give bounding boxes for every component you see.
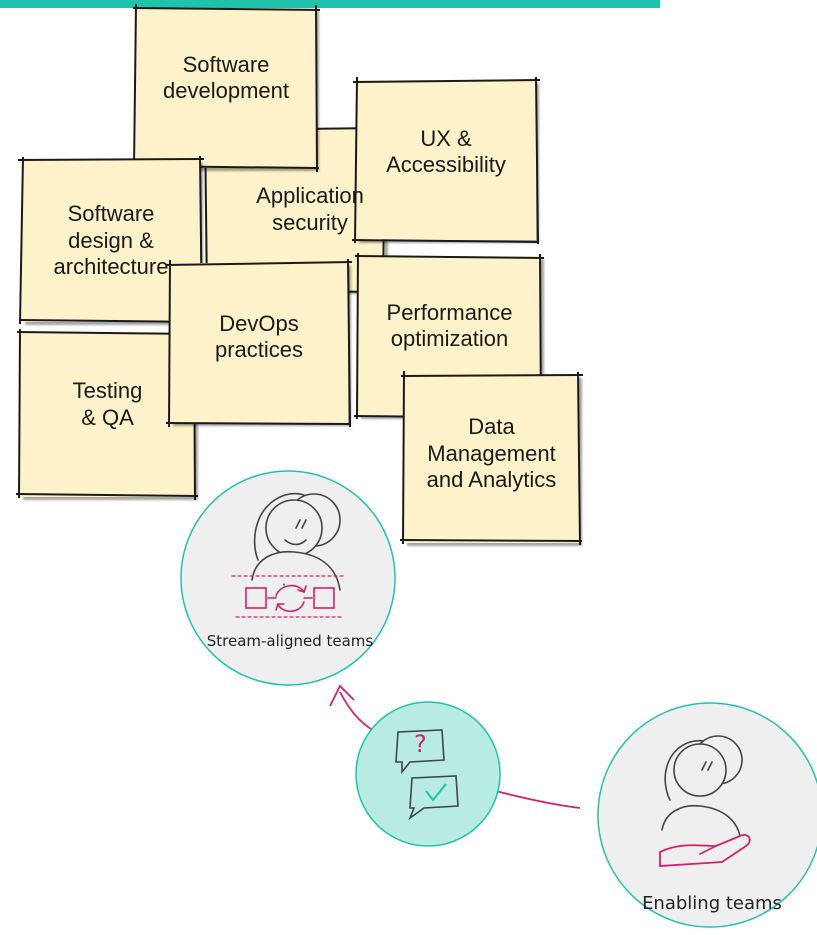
team-flow-icon bbox=[231, 492, 347, 618]
note-label: Testing & QA bbox=[72, 378, 143, 430]
note-label: Software development bbox=[163, 51, 289, 103]
question-answer-chat-icon bbox=[395, 729, 459, 821]
top-accent-bar bbox=[0, 0, 660, 8]
stream-aligned-team-label: Stream-aligned teams bbox=[206, 632, 374, 650]
connector-from-enabling bbox=[491, 789, 581, 809]
note-data-management-analytics[interactable]: Data Management and Analytics bbox=[399, 370, 584, 546]
question-mark: ? bbox=[414, 730, 427, 758]
enabling-team-label: Enabling teams bbox=[642, 893, 782, 914]
team-helping-hand-icon bbox=[659, 735, 751, 867]
note-ux-accessibility[interactable]: UX & Accessibility bbox=[351, 76, 541, 245]
note-label: UX & Accessibility bbox=[386, 125, 506, 177]
arrowhead-icon bbox=[329, 684, 355, 707]
note-label: Data Management and Analytics bbox=[426, 414, 557, 493]
note-label: Performance optimization bbox=[386, 299, 513, 351]
facilitating-interaction-circle[interactable] bbox=[355, 701, 501, 847]
note-testing-qa[interactable]: Testing & QA bbox=[15, 327, 200, 501]
note-label: Application security bbox=[256, 183, 364, 235]
note-label: DevOps practices bbox=[214, 310, 304, 362]
note-label: Software design & architecture bbox=[53, 201, 169, 280]
